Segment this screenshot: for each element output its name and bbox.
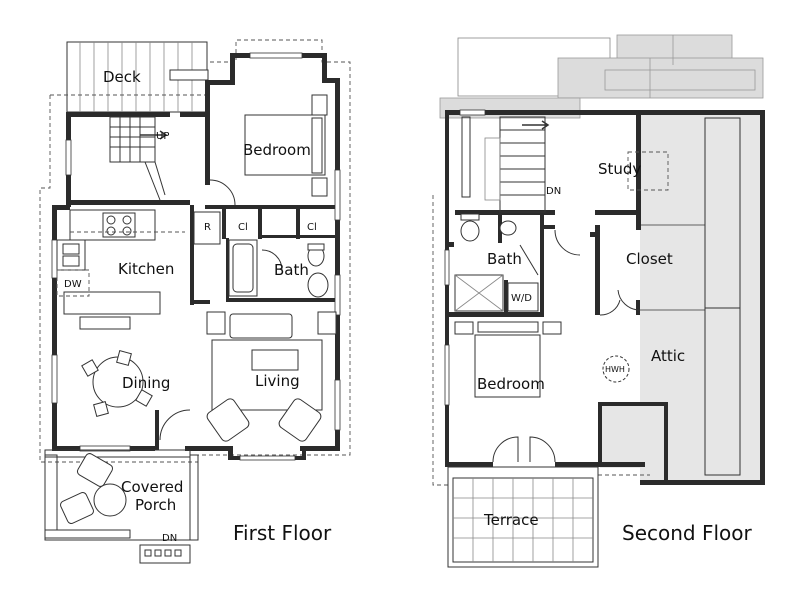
second-floor-plan: Study Bath Closet Attic Bedroom Terrace …: [432, 34, 765, 568]
first-bedroom-label: Bedroom: [243, 141, 311, 159]
first-floor-title: First Floor: [233, 521, 332, 545]
second-bedroom-label: Bedroom: [477, 375, 545, 393]
living-label: Living: [255, 372, 300, 390]
attic-label: Attic: [651, 347, 685, 365]
washer-dryer-label: W/D: [511, 293, 532, 304]
closet-label-2: Cl: [307, 222, 317, 233]
covered-porch-label-2: Porch: [135, 496, 176, 514]
terrace-area: [447, 466, 599, 568]
second-floor-bath-fixtures: [454, 213, 581, 312]
covered-porch-area: [44, 449, 199, 564]
second-floor-windows: [444, 109, 486, 406]
covered-porch-label-1: Covered: [121, 478, 183, 496]
study-label: Study: [598, 160, 641, 178]
first-floor-bath-fixtures: [228, 239, 329, 298]
dining-label: Dining: [122, 374, 170, 392]
second-floor-bedroom-furniture: [454, 289, 641, 463]
first-floor-plan: Deck Bedroom Kitchen Bath Dining Living …: [39, 39, 351, 564]
terrace-label: Terrace: [483, 511, 539, 529]
second-bath-label: Bath: [487, 250, 522, 268]
first-floor-stairs: [109, 116, 168, 201]
dishwasher-label: DW: [64, 279, 82, 290]
second-floor-title: Second Floor: [622, 521, 752, 545]
second-stairs-down-label: DN: [546, 186, 561, 197]
second-floor-stairs: [461, 116, 550, 213]
kitchen-fixtures: [56, 209, 221, 330]
refrigerator-label: R: [204, 222, 211, 233]
dining-furniture: [81, 350, 153, 417]
closet-label-1: Cl: [238, 222, 248, 233]
roof-and-attic-shading: [439, 34, 764, 485]
first-floor-windows: [51, 52, 341, 461]
stairs-up-label: UP: [156, 131, 169, 142]
kitchen-label: Kitchen: [118, 260, 174, 278]
first-floor-bedroom-furniture: [209, 94, 328, 206]
water-heater-label: HWH: [605, 365, 625, 374]
deck-label: Deck: [103, 68, 141, 86]
closet-label: Closet: [626, 250, 673, 268]
living-furniture: [159, 311, 337, 442]
porch-steps-down-label: DN: [162, 533, 177, 544]
first-bath-label: Bath: [274, 261, 309, 279]
